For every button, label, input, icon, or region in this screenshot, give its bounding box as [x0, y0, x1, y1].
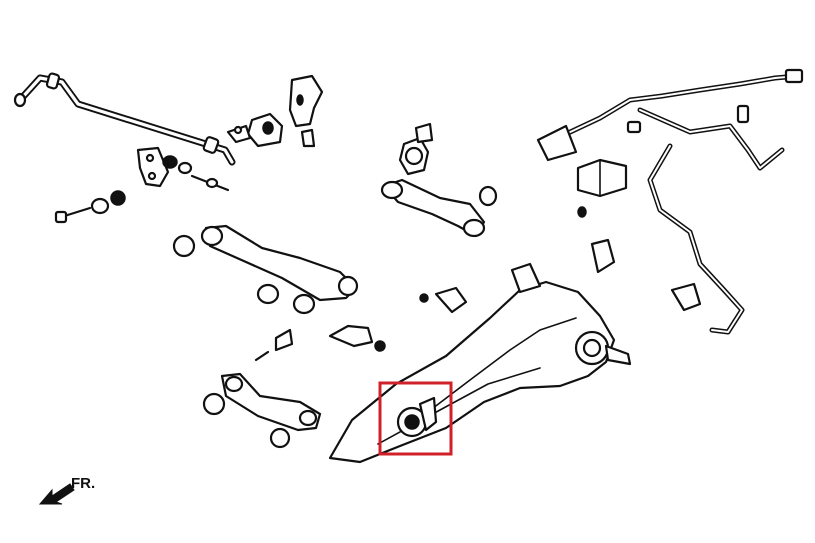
highlight-box — [378, 381, 453, 456]
arrow-icon — [38, 483, 75, 505]
stabilizer-bar — [13, 72, 236, 166]
upper-control-arm — [380, 122, 498, 238]
direction-label: FR. — [71, 475, 95, 492]
lower-control-arm — [172, 224, 359, 315]
mount-bracket-top — [288, 74, 324, 148]
trailing-arm-assembly — [328, 238, 632, 464]
rubber-bump-block — [576, 158, 628, 218]
stabilizer-link-bracket — [136, 146, 230, 192]
abs-sensor-wire-harness — [536, 68, 804, 335]
bushing-half-collar — [328, 286, 468, 352]
stabilizer-bushing-holder — [226, 112, 284, 148]
trailing-arm-bushing — [396, 396, 438, 438]
lower-toe-arm — [202, 328, 322, 449]
bolt-washer-nut-set — [54, 190, 126, 224]
front-direction-indicator: FR. — [38, 475, 95, 505]
